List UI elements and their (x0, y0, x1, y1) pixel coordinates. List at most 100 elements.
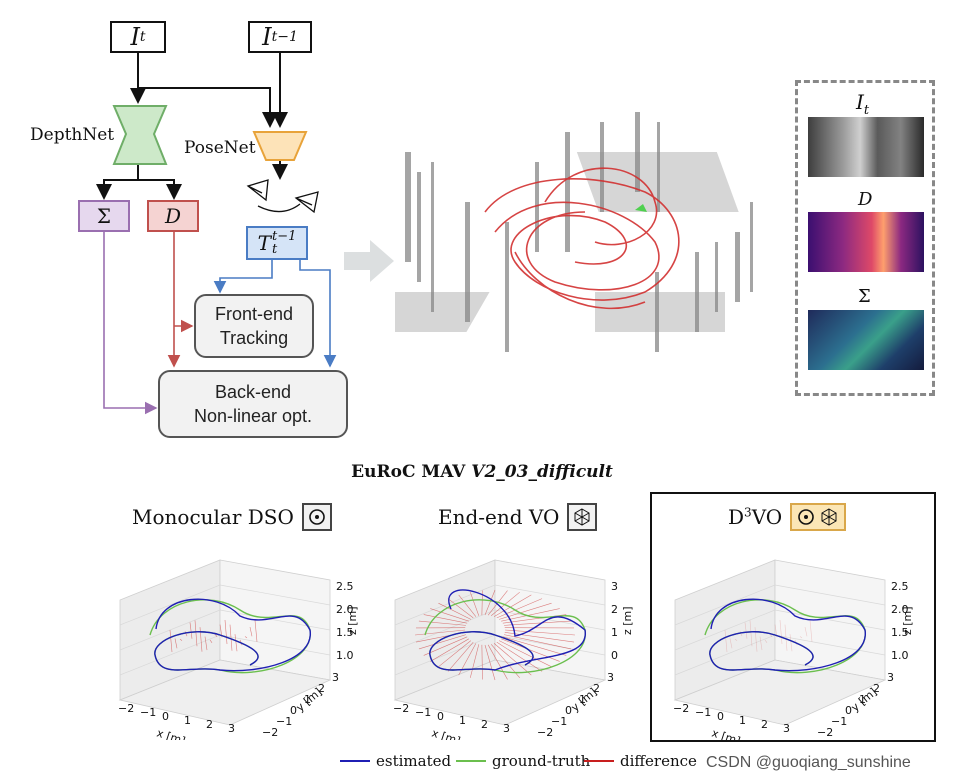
x-tick-label: 0 (162, 710, 169, 723)
legend-estimated-label: estimated (376, 752, 452, 770)
plot-title-d3vo: D3VO (728, 503, 847, 531)
estimated-trajectory (709, 598, 866, 672)
legend-ground-truth-line (456, 760, 486, 762)
difference-lines (414, 589, 576, 681)
input-current-sub: t (139, 29, 146, 45)
depth-symbol: D (164, 204, 182, 228)
figure-title-prefix: EuRoC MAV (351, 462, 472, 482)
input-prev-sub: t−1 (271, 29, 298, 45)
x-tick-label: −1 (415, 706, 431, 719)
panel-image-sub: t (863, 103, 870, 118)
legend-difference: difference (584, 752, 697, 770)
y-tick-label: −2 (262, 726, 278, 739)
frontend-line1: Front-end (214, 304, 294, 324)
x-tick-label: −2 (393, 702, 409, 715)
depthnet-block (112, 105, 168, 165)
y-tick-label: 0 (565, 704, 572, 717)
x-axis-label: x [m] (710, 726, 742, 740)
x-tick-label: 2 (481, 718, 488, 731)
y-tick-label: 0 (845, 704, 852, 717)
panel-uncertainty-label: Σ (858, 286, 871, 307)
plot-title-dso-text: Monocular DSO (132, 505, 294, 529)
z-tick-label: 2.0 (336, 603, 354, 616)
plot-title-endend-text: End-end VO (438, 505, 560, 529)
x-tick-label: 3 (783, 722, 790, 735)
neural-net-icon (567, 503, 598, 531)
z-tick-label: 1.5 (891, 626, 909, 639)
figure-title: EuRoC MAV V2_03_difficult (0, 462, 964, 482)
uncertainty-box: Σ (78, 200, 130, 232)
circle-dot-neural-icon (790, 503, 847, 531)
d3vo-sup: 3 (744, 505, 752, 520)
backend-line1: Back-end (214, 382, 292, 402)
panel-depth-label: D (858, 189, 873, 210)
y-tick-label: 3 (887, 671, 894, 684)
z-tick-label: 2.5 (891, 580, 909, 593)
z-tick-label: 2 (611, 603, 618, 616)
x-tick-label: 1 (739, 714, 746, 727)
panel-grayscale-image (808, 117, 924, 177)
camera-pose-icon (246, 179, 319, 214)
y-tick-label: 1 (304, 693, 311, 706)
plot-title-d3vo-text: D3VO (728, 505, 782, 529)
legend-difference-line (584, 760, 614, 762)
z-axis-label: z [m] (346, 606, 359, 635)
best-result-frame (650, 492, 936, 742)
x-tick-label: −1 (140, 706, 156, 719)
x-axis-label: x [m] (155, 726, 187, 740)
reconstruction-point-cloud (395, 112, 753, 352)
y-tick-label: 0 (290, 704, 297, 717)
legend-ground-truth-label: ground-truth (492, 752, 591, 770)
frontend-line2: Tracking (219, 328, 289, 348)
z-tick-label: 0 (611, 649, 618, 662)
transform-sup: t−1 (271, 229, 297, 244)
z-tick-label: 1.0 (891, 649, 909, 662)
depthnet-label: DepthNet (30, 125, 115, 145)
y-tick-label: −1 (551, 715, 567, 728)
y-tick-label: −1 (831, 715, 847, 728)
y-tick-label: 2 (593, 682, 600, 695)
panel-depth-image (808, 212, 924, 272)
z-axis-label: z [m] (621, 606, 634, 635)
plot-title-dso: Monocular DSO (132, 503, 332, 531)
x-tick-label: −2 (118, 702, 134, 715)
difference-lines (724, 619, 813, 653)
x-tick-label: −1 (695, 706, 711, 719)
x-tick-label: 0 (717, 710, 724, 723)
x-tick-label: 3 (228, 722, 235, 735)
estimated-trajectory (429, 589, 586, 671)
legend-difference-label: difference (620, 752, 697, 770)
y-tick-label: 2 (873, 682, 880, 695)
y-tick-label: −2 (817, 726, 833, 739)
x-tick-label: 1 (184, 714, 191, 727)
y-tick-label: −1 (276, 715, 292, 728)
circle-dot-icon (301, 503, 332, 531)
transform-symbol: T (257, 231, 271, 255)
difference-lines (169, 619, 258, 653)
x-tick-label: −2 (673, 702, 689, 715)
watermark: CSDN @guoqiang_sunshine (706, 754, 911, 771)
z-tick-label: 2.5 (336, 580, 354, 593)
z-tick-label: 1.0 (336, 649, 354, 662)
frontend-tracking-box: Front-end Tracking (194, 294, 314, 358)
axes-box (393, 559, 607, 726)
transform-sub: t (271, 242, 278, 257)
plot-title-endend: End-end VO (438, 503, 598, 531)
network-outputs-panel (795, 80, 935, 396)
legend-estimated-line (340, 760, 370, 762)
y-tick-label: 1 (579, 693, 586, 706)
x-tick-label: 0 (437, 710, 444, 723)
panel-image-symbol: I (856, 90, 864, 114)
x-axis-label: x [m] (430, 726, 462, 740)
posenet-block (252, 131, 308, 161)
x-tick-label: 2 (761, 718, 768, 731)
pipeline-arrow (344, 240, 394, 282)
y-tick-label: −2 (537, 726, 553, 739)
input-prev-symbol: I (262, 23, 272, 51)
panel-uncertainty-image (808, 310, 924, 370)
y-tick-label: 1 (859, 693, 866, 706)
transform-box: T t−1 t (246, 226, 308, 260)
